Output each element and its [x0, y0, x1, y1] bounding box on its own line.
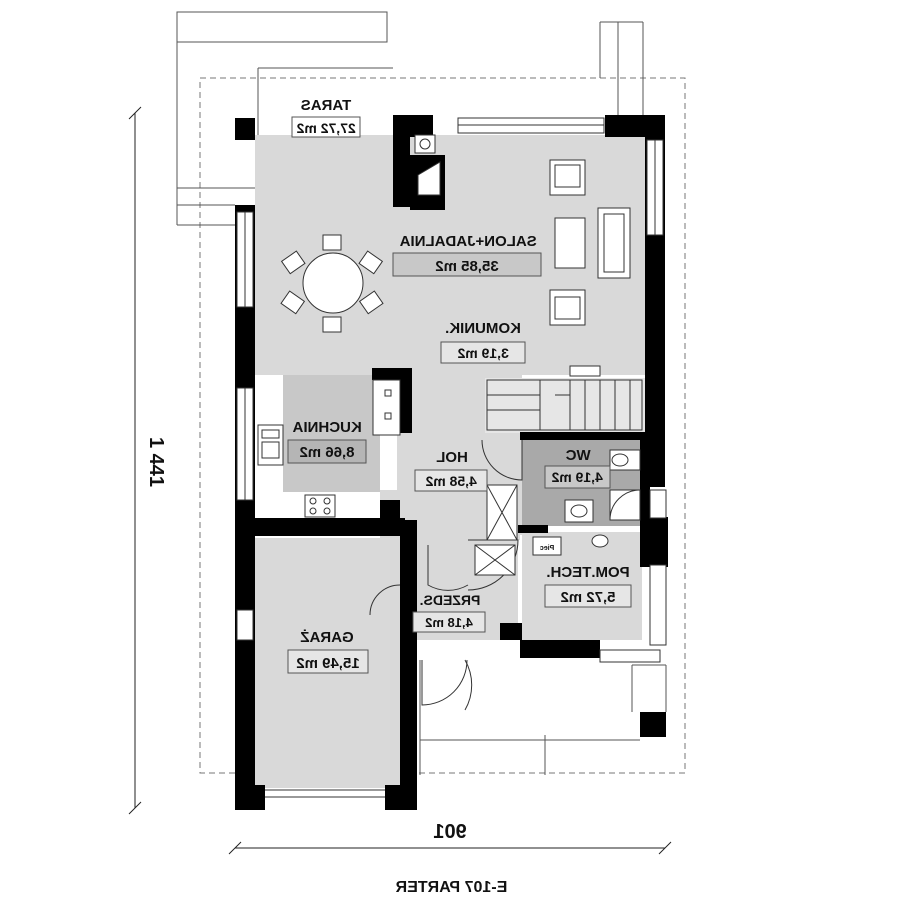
plan-caption: E-107 PARTER [395, 879, 507, 896]
dimension-lines [128, 106, 672, 855]
room-area-salon: 35,85 m2 [435, 258, 498, 275]
room-fills [255, 135, 647, 788]
room-name-hol: HOL [436, 449, 468, 466]
room-name-salon: SALON+JADALNIA [399, 233, 536, 250]
room-area-pomtech: 5,72 m2 [560, 589, 615, 606]
room-name-pomtech: POM.TECH. [546, 564, 629, 581]
room-area-hol: 4,58 m2 [425, 473, 477, 489]
sofa-set [549, 159, 631, 326]
kitchen-floor [283, 375, 380, 492]
room-name-kuchnia: KUCHNIA [292, 419, 361, 436]
room-area-przeds: 4,18 m2 [425, 615, 473, 630]
room-name-wc: WC [566, 447, 591, 464]
kitchen-fittings [257, 379, 401, 518]
staircase [486, 365, 643, 431]
stove: Piec [532, 536, 562, 556]
windows [236, 117, 667, 663]
roof-outline [199, 77, 686, 774]
garage-door [265, 789, 385, 798]
room-area-wc: 4,19 m2 [551, 469, 603, 485]
fireplace [414, 134, 441, 196]
bathroom-fixtures [564, 449, 641, 548]
stove-label: Piec [540, 545, 555, 552]
dimension-width: 901 [433, 821, 466, 843]
room-name-komunik: KOMUNIK. [445, 320, 521, 337]
room-name-garaz: GARAŻ [300, 629, 353, 646]
room-area-garaz: 15,49 m2 [296, 655, 359, 672]
dimension-length: 1 441 [145, 437, 167, 487]
room-name-taras: TARAS [301, 97, 352, 114]
room-area-komunik: 3,19 m2 [457, 345, 509, 361]
room-area-taras: 27,72 m2 [296, 120, 355, 136]
room-area-kuchnia: 8,66 m2 [299, 444, 354, 461]
walls [235, 115, 668, 810]
doors [369, 439, 523, 711]
room-labels: TARAS 27,72 m2 SALON+JADALNIA 35,85 m2 K… [287, 97, 632, 674]
driveway [419, 660, 667, 775]
dining-table [280, 234, 384, 333]
room-name-przeds: PRZEDS. [420, 592, 481, 608]
